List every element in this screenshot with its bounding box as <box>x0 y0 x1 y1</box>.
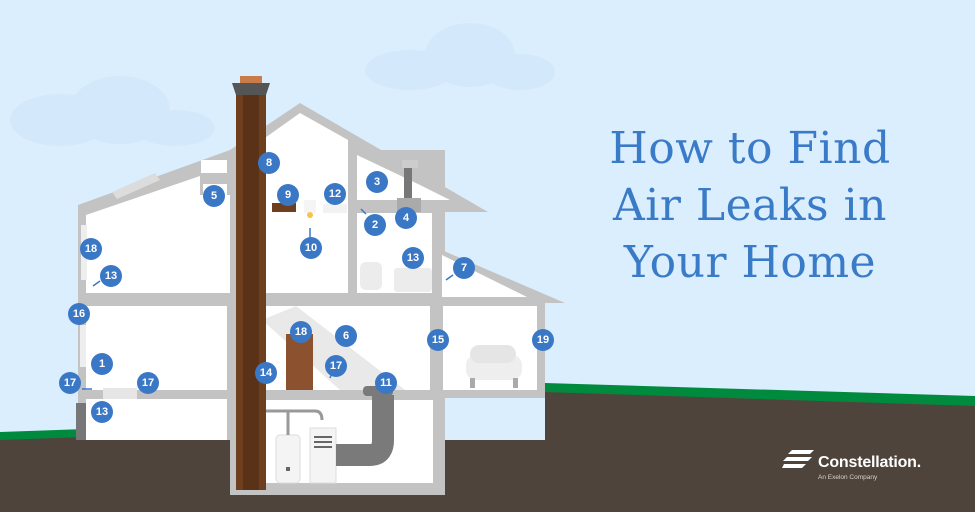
leak-marker-6: 6 <box>335 325 357 347</box>
leak-marker-15: 15 <box>427 329 449 351</box>
leak-marker-13: 13 <box>91 401 113 423</box>
leak-marker-18: 18 <box>80 238 102 260</box>
leak-marker-16: 16 <box>68 303 90 325</box>
ground <box>0 383 975 512</box>
leak-marker-17: 17 <box>59 372 81 394</box>
leak-marker-10: 10 <box>300 237 322 259</box>
leak-marker-13: 13 <box>100 265 122 287</box>
headline-line-1: How to Find <box>609 123 891 174</box>
brand-tagline: An Exelon Company <box>818 474 878 481</box>
leak-marker-5: 5 <box>203 185 225 207</box>
leak-marker-4: 4 <box>395 207 417 229</box>
leak-marker-7: 7 <box>453 257 475 279</box>
constellation-logo-icon <box>782 450 814 468</box>
leak-marker-13: 13 <box>402 247 424 269</box>
leak-marker-1: 1 <box>91 353 113 375</box>
house <box>76 76 565 495</box>
headline-line-3: Your Home <box>623 237 877 288</box>
headline-line-2: Air Leaks in <box>613 180 887 231</box>
leak-marker-12: 12 <box>324 183 346 205</box>
leak-marker-17: 17 <box>325 355 347 377</box>
leak-marker-14: 14 <box>255 362 277 384</box>
brand-logo: Constellation. An Exelon Company <box>782 448 942 488</box>
leak-marker-18: 18 <box>290 321 312 343</box>
leak-marker-19: 19 <box>532 329 554 351</box>
leak-marker-8: 8 <box>258 152 280 174</box>
leak-marker-9: 9 <box>277 184 299 206</box>
leak-marker-11: 11 <box>375 372 397 394</box>
leak-marker-3: 3 <box>366 171 388 193</box>
leak-marker-2: 2 <box>364 214 386 236</box>
headline: How to Find Air Leaks in Your Home <box>595 120 905 291</box>
clouds <box>10 23 555 146</box>
brand-name: Constellation. <box>818 454 921 471</box>
leak-marker-17: 17 <box>137 372 159 394</box>
